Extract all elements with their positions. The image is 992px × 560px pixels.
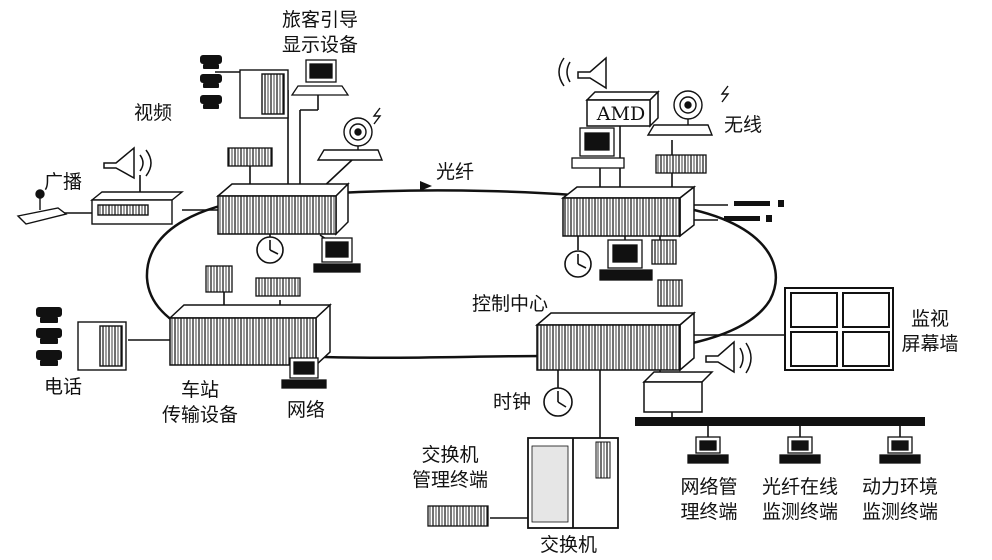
label-video: 视频 [134, 102, 173, 124]
speaker-icon [705, 340, 752, 374]
label-switch: 交换机 [540, 534, 598, 556]
label-amd: AMD [596, 103, 646, 125]
computer-terminal-icon [281, 357, 327, 389]
equipment-module-icon [205, 147, 707, 527]
microphone-icon [16, 189, 68, 225]
label-switch-mgmt-terminal: 交换机 管理终端 [411, 444, 488, 491]
computer-terminal-icon [779, 436, 821, 464]
clock-icon [256, 236, 284, 264]
control-center-rack-bottom [534, 311, 697, 372]
speaker-icon [103, 146, 152, 180]
satellite-dish-icon [316, 107, 384, 161]
clock-icon [543, 387, 573, 417]
wireless-signal-icon [724, 200, 784, 222]
label-network-mgmt-terminal: 网络管 理终端 [680, 476, 738, 523]
computer-terminal-icon [571, 127, 625, 169]
speaker-icon [558, 56, 607, 90]
label-broadcast: 广播 [44, 171, 83, 193]
label-network: 网络 [287, 399, 326, 421]
label-wireless: 无线 [724, 114, 763, 136]
label-fiber: 光纤 [436, 161, 475, 183]
fiber-arrow-icon [420, 181, 432, 191]
computer-terminal-icon [687, 436, 729, 464]
station-transmission-rack-bottom [168, 303, 332, 367]
computer-terminal-icon [313, 237, 361, 273]
console-desk-icon [642, 371, 714, 413]
label-clock: 时钟 [493, 391, 532, 413]
clock-icon [564, 250, 592, 278]
label-monitor-wall: 监视 屏幕墙 [901, 308, 959, 355]
broadcast-amplifier-icon [90, 191, 184, 225]
lan-bus-bar [635, 417, 925, 426]
label-telephone: 电话 [44, 376, 83, 398]
switch-cabinet-icon [527, 437, 619, 529]
amd-server-icon [585, 90, 660, 128]
server-cabinet-icon [77, 321, 127, 371]
control-center-rack-top [560, 185, 697, 238]
label-fiber-monitor-terminal: 光纤在线 监测终端 [761, 476, 838, 523]
label-power-env-terminal: 动力环境 监测终端 [861, 476, 938, 523]
telephone-icon [200, 55, 222, 109]
label-passenger-display: 旅客引导 显示设备 [281, 9, 358, 56]
computer-terminal-icon [290, 59, 350, 96]
server-cabinet-icon [239, 69, 289, 119]
satellite-dish-icon [646, 85, 730, 136]
label-control-center: 控制中心 [472, 293, 549, 315]
telephone-icon [36, 307, 62, 366]
station-transmission-rack-top [215, 182, 350, 236]
computer-terminal-icon [879, 436, 921, 464]
label-station-transmission: 车站 传输设备 [161, 379, 238, 426]
monitor-wall-icon [784, 287, 894, 371]
computer-terminal-icon [599, 239, 653, 281]
